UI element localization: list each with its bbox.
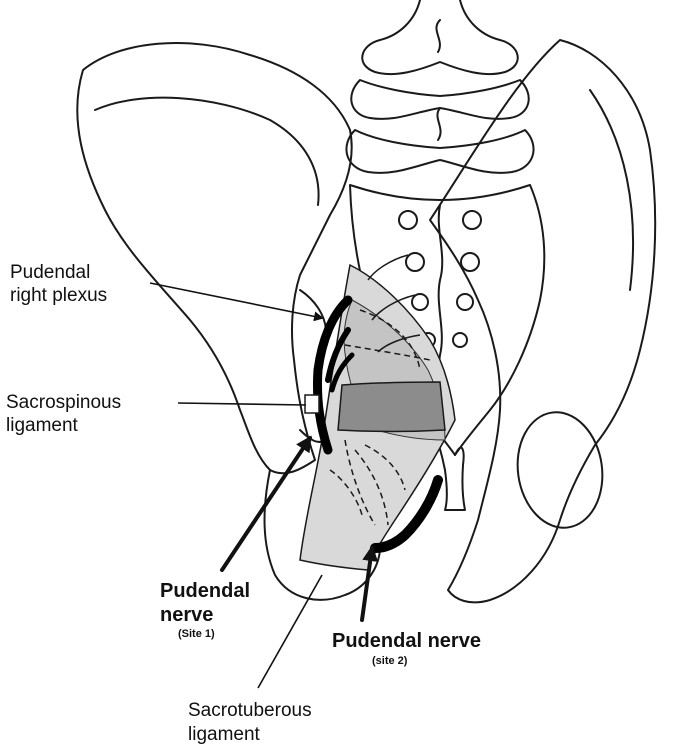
lumbar-vertebra-2 xyxy=(351,80,528,119)
site2-label: Pudendal nerve xyxy=(332,630,481,652)
spinous-process-line xyxy=(436,20,440,140)
sacral-foramen xyxy=(461,253,479,271)
nerve-root xyxy=(368,255,408,280)
right-iliac-inner-line xyxy=(590,90,633,290)
sacral-foramen xyxy=(406,253,424,271)
sacral-foramen xyxy=(453,333,467,347)
sacrospinous-ligament xyxy=(338,382,445,432)
sacral-foramen xyxy=(412,294,428,310)
sacral-foramen xyxy=(457,294,473,310)
ischial-spine-marker xyxy=(305,395,319,413)
lumbar-vertebra-1 xyxy=(362,0,517,74)
site1-sublabel: (Site 1) xyxy=(178,628,215,641)
sacral-foramen xyxy=(399,211,417,229)
sacral-foramen xyxy=(463,211,481,229)
pudendal-plexus-label-line1: Pudendal xyxy=(10,262,90,283)
right-ilium-outline xyxy=(430,40,655,602)
sacrotuberous-label-line2: ligament xyxy=(188,724,260,745)
obturator-foramen xyxy=(510,407,609,534)
site1-arrow xyxy=(222,438,310,570)
sacrospinous-label-line1: Sacrospinous xyxy=(6,392,121,413)
site1-label-line1: Pudendal xyxy=(160,580,250,602)
left-iliac-inner-line xyxy=(95,98,319,205)
sacrospinous-pointer-line xyxy=(178,403,306,405)
pudendal-plexus-label-line2: right plexus xyxy=(10,285,107,306)
site1-label-line2: nerve xyxy=(160,604,213,626)
sacrotuberous-label-line1: Sacrotuberous xyxy=(188,700,312,721)
sacrospinous-label-line2: ligament xyxy=(6,415,78,436)
site2-sublabel: (site 2) xyxy=(372,655,407,668)
